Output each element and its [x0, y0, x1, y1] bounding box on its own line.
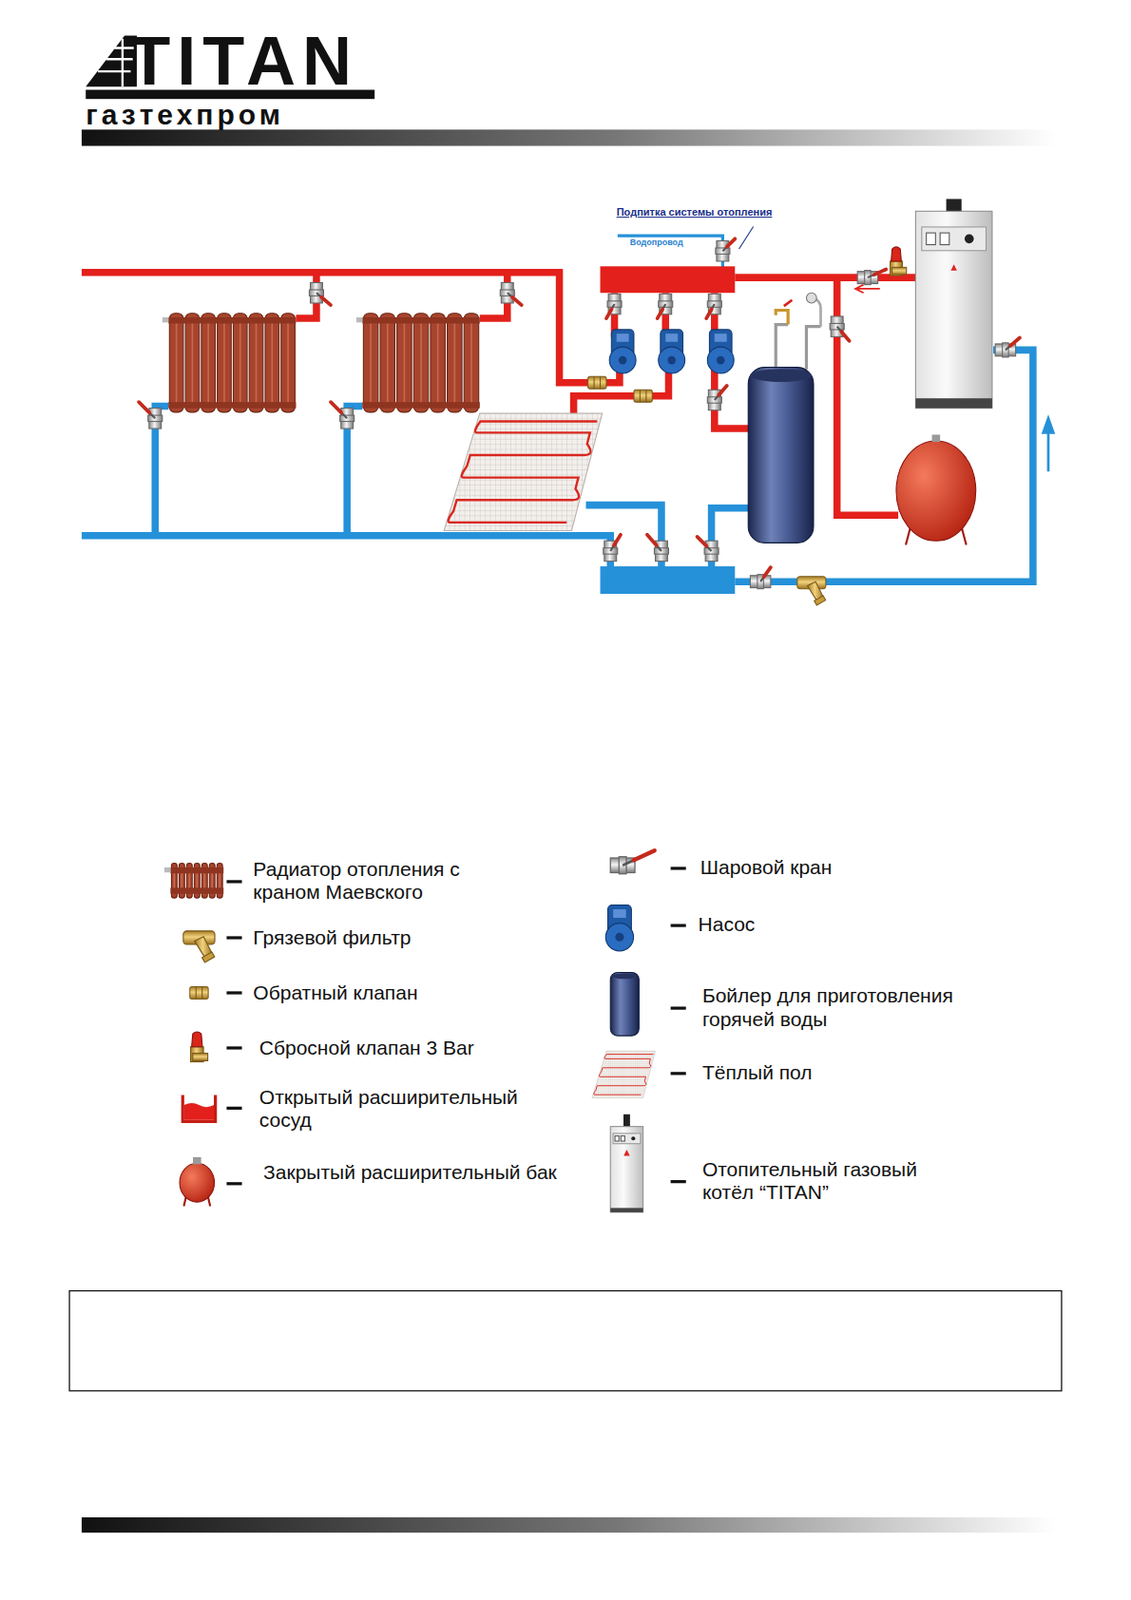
legend-text: Закрытый расширительный бак: [263, 1161, 570, 1185]
header-bar: [81, 129, 1057, 146]
ball-valve: [829, 316, 849, 342]
radiator: [162, 313, 297, 413]
shower: [805, 292, 821, 326]
logo-title: TITAN: [128, 26, 359, 96]
ball-valve: [603, 535, 621, 562]
warm-floor: [592, 1051, 656, 1098]
check-valve: [190, 987, 209, 1000]
safety-valve: [890, 247, 907, 276]
boiler-icon: [610, 973, 639, 1037]
water-main-label: Водопровод: [630, 238, 684, 248]
ball-valve: [647, 535, 670, 562]
legend-text: Шаровой кран: [700, 856, 1007, 880]
legend-text: Открытый расширительный сосуд: [259, 1086, 566, 1132]
gas-boiler: [915, 198, 993, 408]
open-expansion-vessel: [182, 1094, 215, 1122]
legend-text: Насос: [698, 913, 1005, 937]
flow-arrow: [1043, 418, 1055, 472]
ball-valve: [308, 282, 331, 306]
legend-text: Тёплый пол: [702, 1061, 1009, 1085]
radiator: [164, 863, 224, 900]
gas-boiler: [610, 1114, 643, 1213]
dirt-filter: [797, 576, 826, 606]
safety-valve: [191, 1032, 209, 1063]
makeup-pipe: [617, 235, 724, 268]
check-valve: [588, 376, 607, 389]
closed-expansion-tank: [179, 1157, 215, 1208]
pump: [658, 329, 686, 374]
legend-text: Радиатор отопления с краном Маевского: [252, 858, 493, 904]
radiator: [356, 313, 480, 413]
ball-valve: [749, 567, 770, 590]
supply-pipe: [574, 369, 670, 415]
leader-line: [739, 226, 754, 250]
dirt-filter: [183, 931, 215, 963]
pipes: [81, 235, 1034, 582]
ball-valve: [697, 536, 720, 562]
legend-text: Бойлер для приготовления горячей воды: [702, 984, 1001, 1031]
pump: [605, 905, 633, 952]
return-pipe: [81, 536, 611, 570]
ball-valve: [715, 238, 735, 262]
ball-valve: [330, 402, 355, 429]
ball-valve: [707, 385, 727, 411]
supply-pipe: [734, 273, 916, 282]
ball-valve: [995, 337, 1020, 357]
ball-valve: [610, 850, 654, 874]
ball-valve: [606, 293, 622, 319]
legend-text: Отопительный газовый котёл “TITAN”: [702, 1158, 959, 1205]
footer-bar: [81, 1517, 1057, 1534]
hot-water-boiler: [747, 367, 814, 544]
return-pipe: [585, 505, 661, 571]
faucet: [775, 300, 792, 326]
check-valve: [633, 389, 652, 403]
pump: [707, 329, 734, 374]
supply-manifold: [600, 266, 736, 293]
legend-dash: [226, 866, 686, 1186]
makeup-label: Подпитка системы отопления: [616, 207, 773, 218]
pump: [609, 329, 636, 374]
dhw-pipe: [775, 325, 821, 370]
supply-pipe: [837, 277, 899, 516]
flow-arrow: [855, 285, 881, 294]
return-manifold: [600, 566, 736, 595]
legend-text: Обратный клапан: [252, 981, 559, 1005]
ball-valve: [657, 293, 673, 319]
ball-valve: [138, 402, 163, 429]
supply-pipe: [81, 272, 620, 384]
ball-valve: [706, 293, 722, 319]
closed-expansion-tank: [896, 435, 977, 546]
legend-text: Грязевой фильтр: [252, 926, 559, 950]
legend-text: Сбросной клапан 3 Bar: [259, 1036, 566, 1060]
logo-subtitle: газтехпром: [85, 100, 285, 130]
note-frame: [69, 1291, 1062, 1392]
warm-floor: [443, 413, 602, 532]
ball-valve: [499, 282, 522, 306]
ball-valve: [857, 269, 886, 286]
